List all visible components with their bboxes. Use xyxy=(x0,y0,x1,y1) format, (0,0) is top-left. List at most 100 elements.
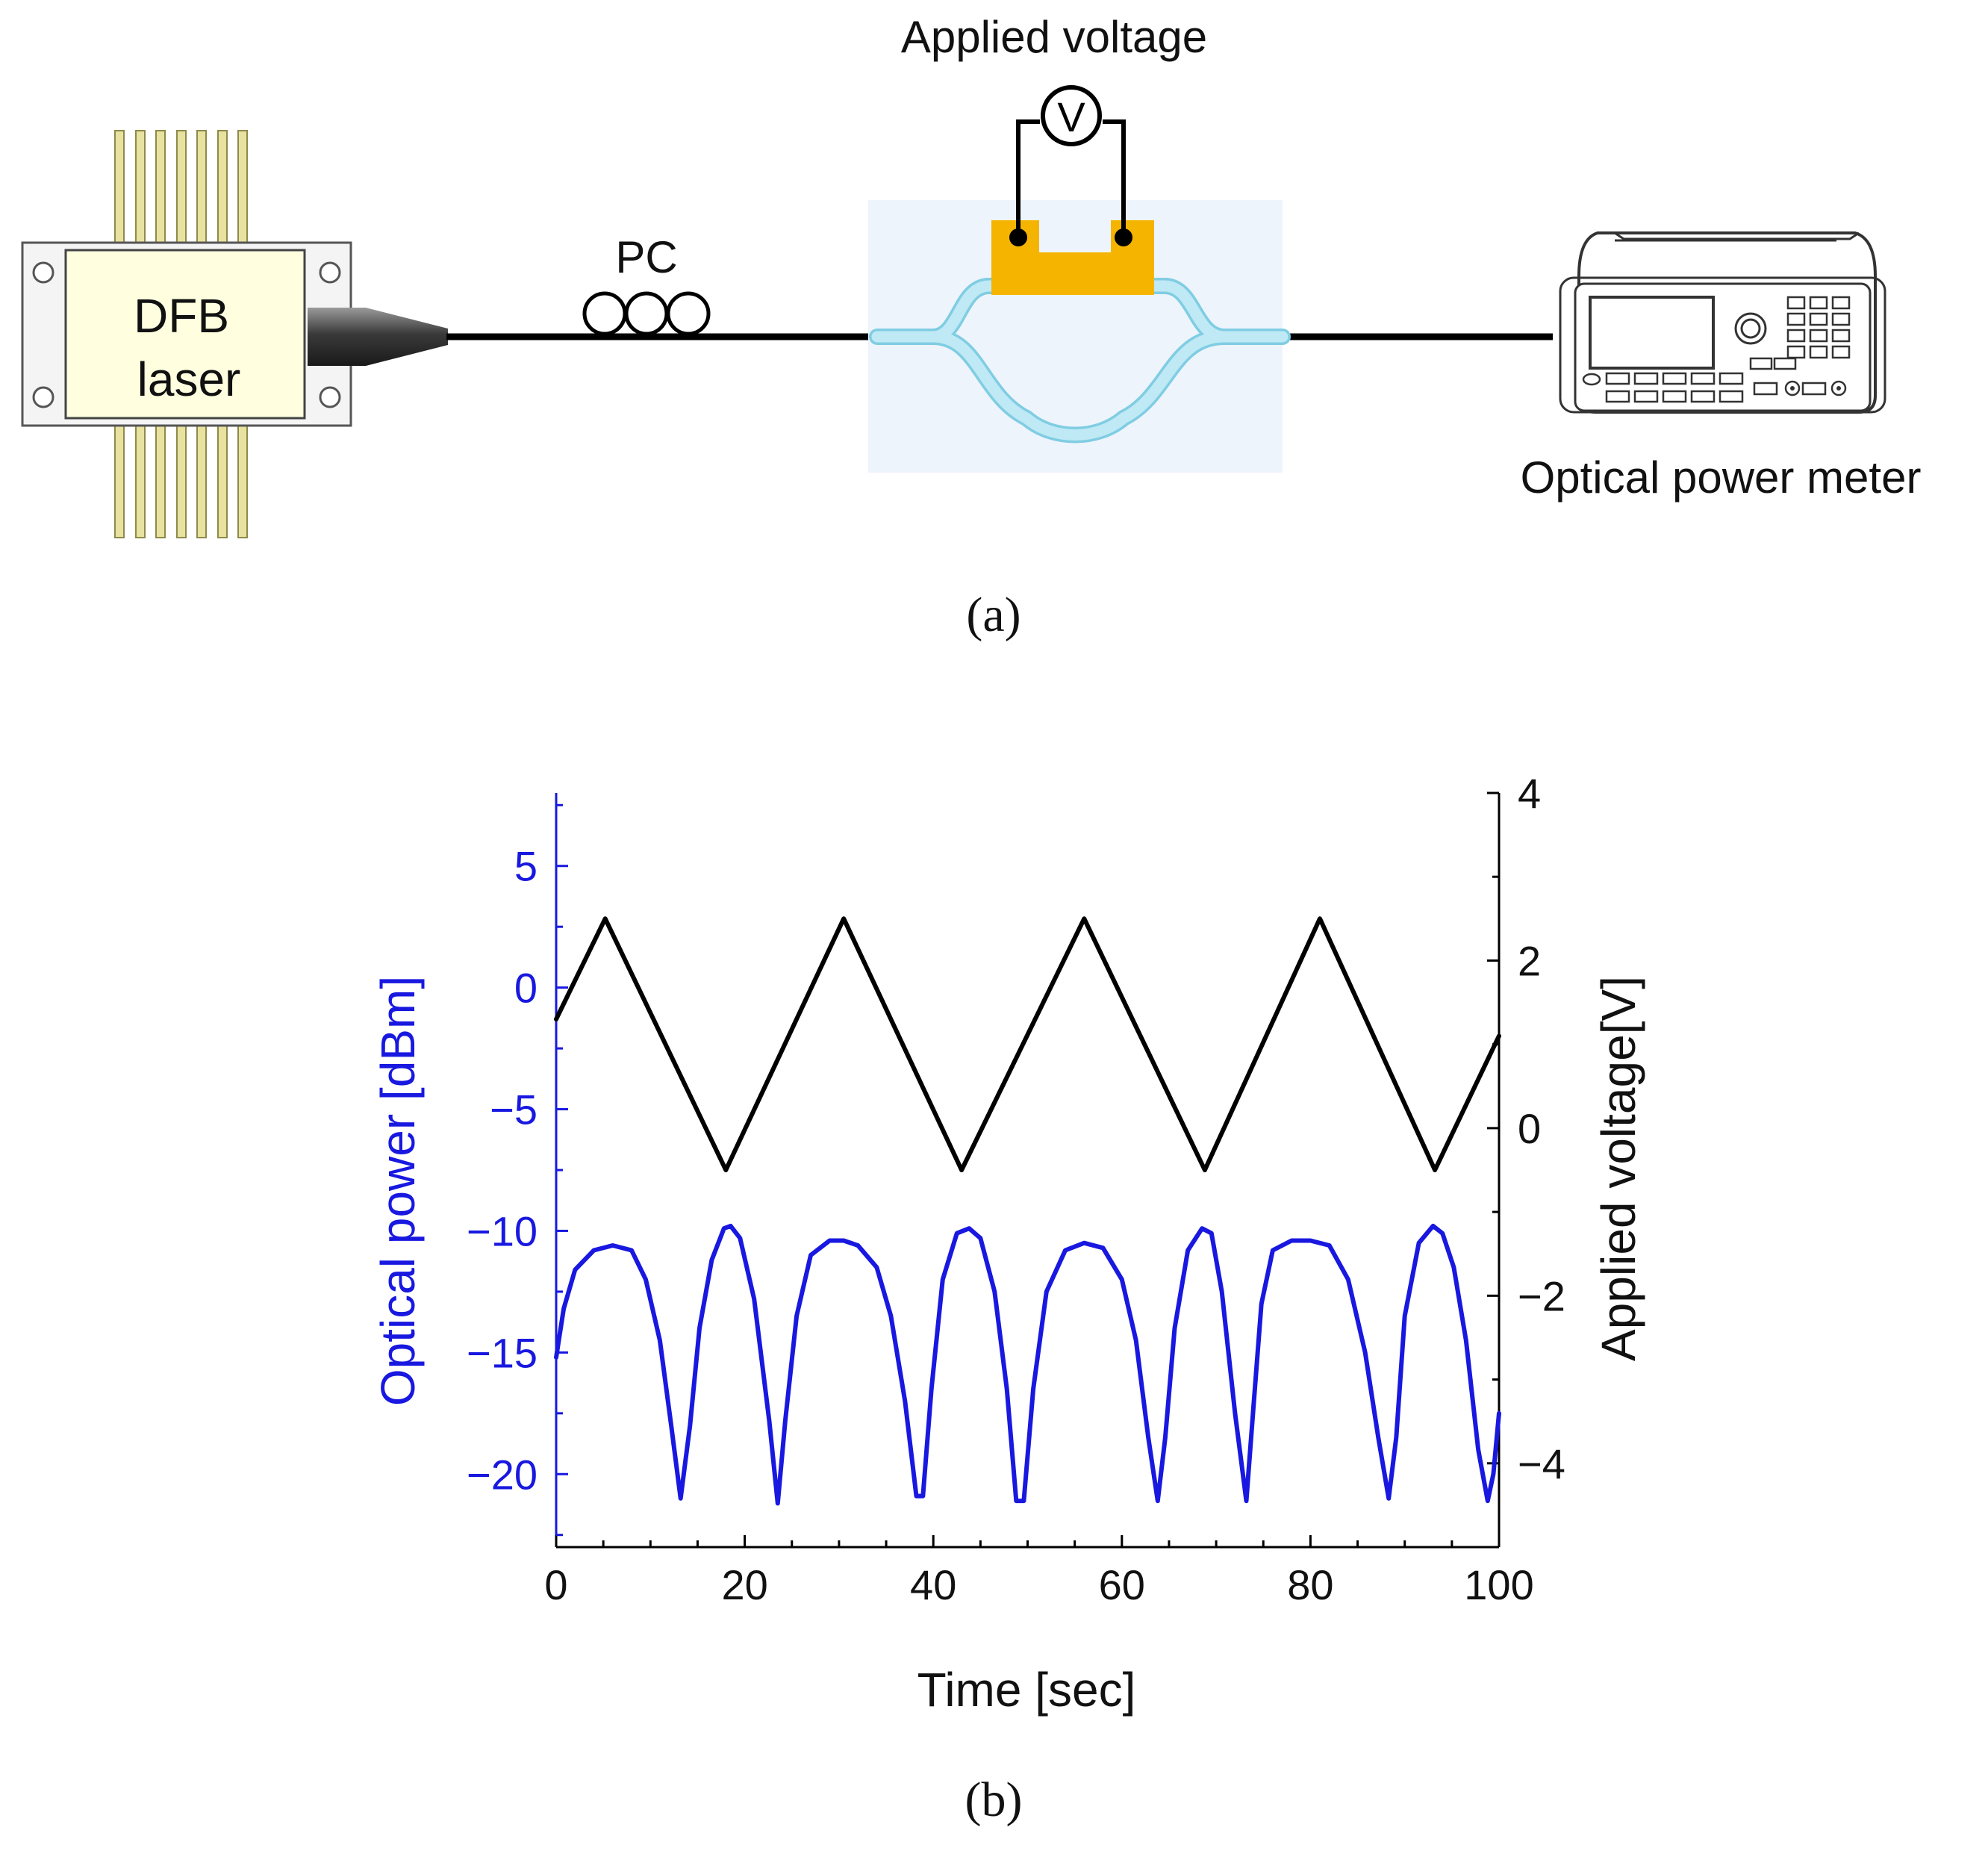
panel-b-label: (b) xyxy=(965,1773,1023,1827)
y-right-tick-label: −2 xyxy=(1518,1272,1565,1319)
meter-key xyxy=(1786,329,1806,343)
y-axis-left-title: Optical power [dBm] xyxy=(371,976,425,1406)
panel-a-label: (a) xyxy=(966,588,1021,642)
power-meter-label: Optical power meter xyxy=(1521,452,1922,503)
meter-softkey xyxy=(1605,390,1630,403)
laser-pin xyxy=(135,130,146,243)
meter-key xyxy=(1786,345,1806,359)
y-right-tick-label: 4 xyxy=(1518,770,1541,817)
laser-pin xyxy=(155,130,166,243)
meter-key xyxy=(1786,296,1806,310)
meter-port xyxy=(1753,382,1778,396)
y-axis-right: 420−2−4 xyxy=(1487,770,1565,1549)
meter-bezel xyxy=(1559,276,1886,414)
y-left-tick-label: 5 xyxy=(514,843,537,890)
laser-pin xyxy=(237,130,248,243)
fiber-boot xyxy=(308,308,448,366)
y-left-tick-label: −15 xyxy=(467,1329,537,1376)
meter-power-button xyxy=(1582,373,1601,386)
waveguide-core xyxy=(871,280,1289,441)
meter-port xyxy=(1801,382,1827,396)
y-left-tick-label: −10 xyxy=(467,1207,537,1254)
mount-hole xyxy=(319,386,341,408)
y-right-tick-label: 0 xyxy=(1518,1105,1541,1152)
y-left-tick-label: −5 xyxy=(490,1086,537,1133)
meter-softkey xyxy=(1605,372,1630,385)
y-axis-left: 5 0 −5 −10 −15 −20 xyxy=(467,803,568,1537)
meter-display xyxy=(1589,296,1715,370)
laser-pin xyxy=(176,425,187,538)
mzi-chip xyxy=(868,200,1291,473)
x-tick-label: 0 xyxy=(544,1561,567,1608)
meter-key xyxy=(1831,329,1851,343)
mount-hole xyxy=(319,261,341,284)
y-left-tick-label: −20 xyxy=(467,1451,537,1498)
laser-label-line1: DFB xyxy=(134,289,229,343)
meter-softkey xyxy=(1690,372,1716,385)
laser-pin xyxy=(196,130,207,243)
probe-contact xyxy=(1009,228,1027,246)
voltmeter-letter: V xyxy=(1057,93,1085,140)
x-tick-label: 100 xyxy=(1464,1561,1533,1608)
mzi-waveguides xyxy=(869,278,1291,444)
meter-softkey xyxy=(1633,372,1659,385)
laser-pin xyxy=(114,130,125,243)
applied-voltage-label: Applied voltage xyxy=(901,12,1207,62)
meter-softkey xyxy=(1662,390,1687,403)
meter-connector-core xyxy=(1836,386,1841,391)
mount-hole xyxy=(32,261,54,284)
dfb-laser: DFB laser xyxy=(21,130,352,538)
x-tick-label: 60 xyxy=(1099,1561,1145,1608)
y-axis-right-title: Applied voltage[V] xyxy=(1592,976,1645,1361)
laser-pin xyxy=(196,425,207,538)
meter-key xyxy=(1786,312,1806,326)
laser-body xyxy=(64,249,306,420)
laser-pin xyxy=(217,130,228,243)
meter-key xyxy=(1831,345,1851,359)
meter-top-edge xyxy=(1599,231,1860,240)
optical-power-series-line xyxy=(554,1223,1501,1506)
wire-right xyxy=(1103,119,1126,237)
laser-pin xyxy=(155,425,166,538)
meter-key xyxy=(1831,296,1851,310)
meter-key xyxy=(1831,312,1851,326)
electrode xyxy=(991,220,1154,295)
probe-contact xyxy=(1115,228,1132,246)
meter-softkey xyxy=(1773,357,1797,370)
meter-keypad xyxy=(1786,296,1851,359)
x-tick-label: 20 xyxy=(721,1561,767,1608)
voltmeter-symbol xyxy=(1041,85,1102,146)
pc-label: PC xyxy=(615,232,677,282)
laser-pin xyxy=(114,425,125,538)
setup-diagram: DFB laser PC xyxy=(21,12,1922,642)
pc-loop xyxy=(624,291,669,336)
laser-pin xyxy=(237,425,248,538)
meter-knob-inner xyxy=(1740,318,1761,339)
mount-hole xyxy=(32,386,54,408)
y-left-tick-label: 0 xyxy=(514,965,537,1012)
meter-softkey xyxy=(1749,357,1773,370)
laser-pin xyxy=(135,425,146,538)
laser-label-line2: laser xyxy=(137,352,241,406)
meter-softkey xyxy=(1690,390,1716,403)
chart-series xyxy=(554,916,1501,1506)
meter-key xyxy=(1809,296,1828,310)
meter-softkey xyxy=(1633,390,1659,403)
meter-softkey xyxy=(1719,390,1744,403)
x-tick-label: 80 xyxy=(1287,1561,1333,1608)
laser-pin xyxy=(176,130,187,243)
meter-softkey xyxy=(1719,372,1744,385)
wire-left xyxy=(1016,119,1040,237)
meter-bottom-buttons xyxy=(1582,357,1847,403)
pc-loop xyxy=(582,291,627,336)
optical-power-meter: Optical power meter xyxy=(1521,231,1922,503)
meter-connector-core xyxy=(1790,386,1795,391)
y-right-tick-label: 2 xyxy=(1518,937,1541,984)
meter-key xyxy=(1809,345,1828,359)
meter-key xyxy=(1809,312,1828,326)
meter-softkey xyxy=(1662,372,1687,385)
laser-pin xyxy=(217,425,228,538)
polarization-controller: PC xyxy=(582,232,711,336)
